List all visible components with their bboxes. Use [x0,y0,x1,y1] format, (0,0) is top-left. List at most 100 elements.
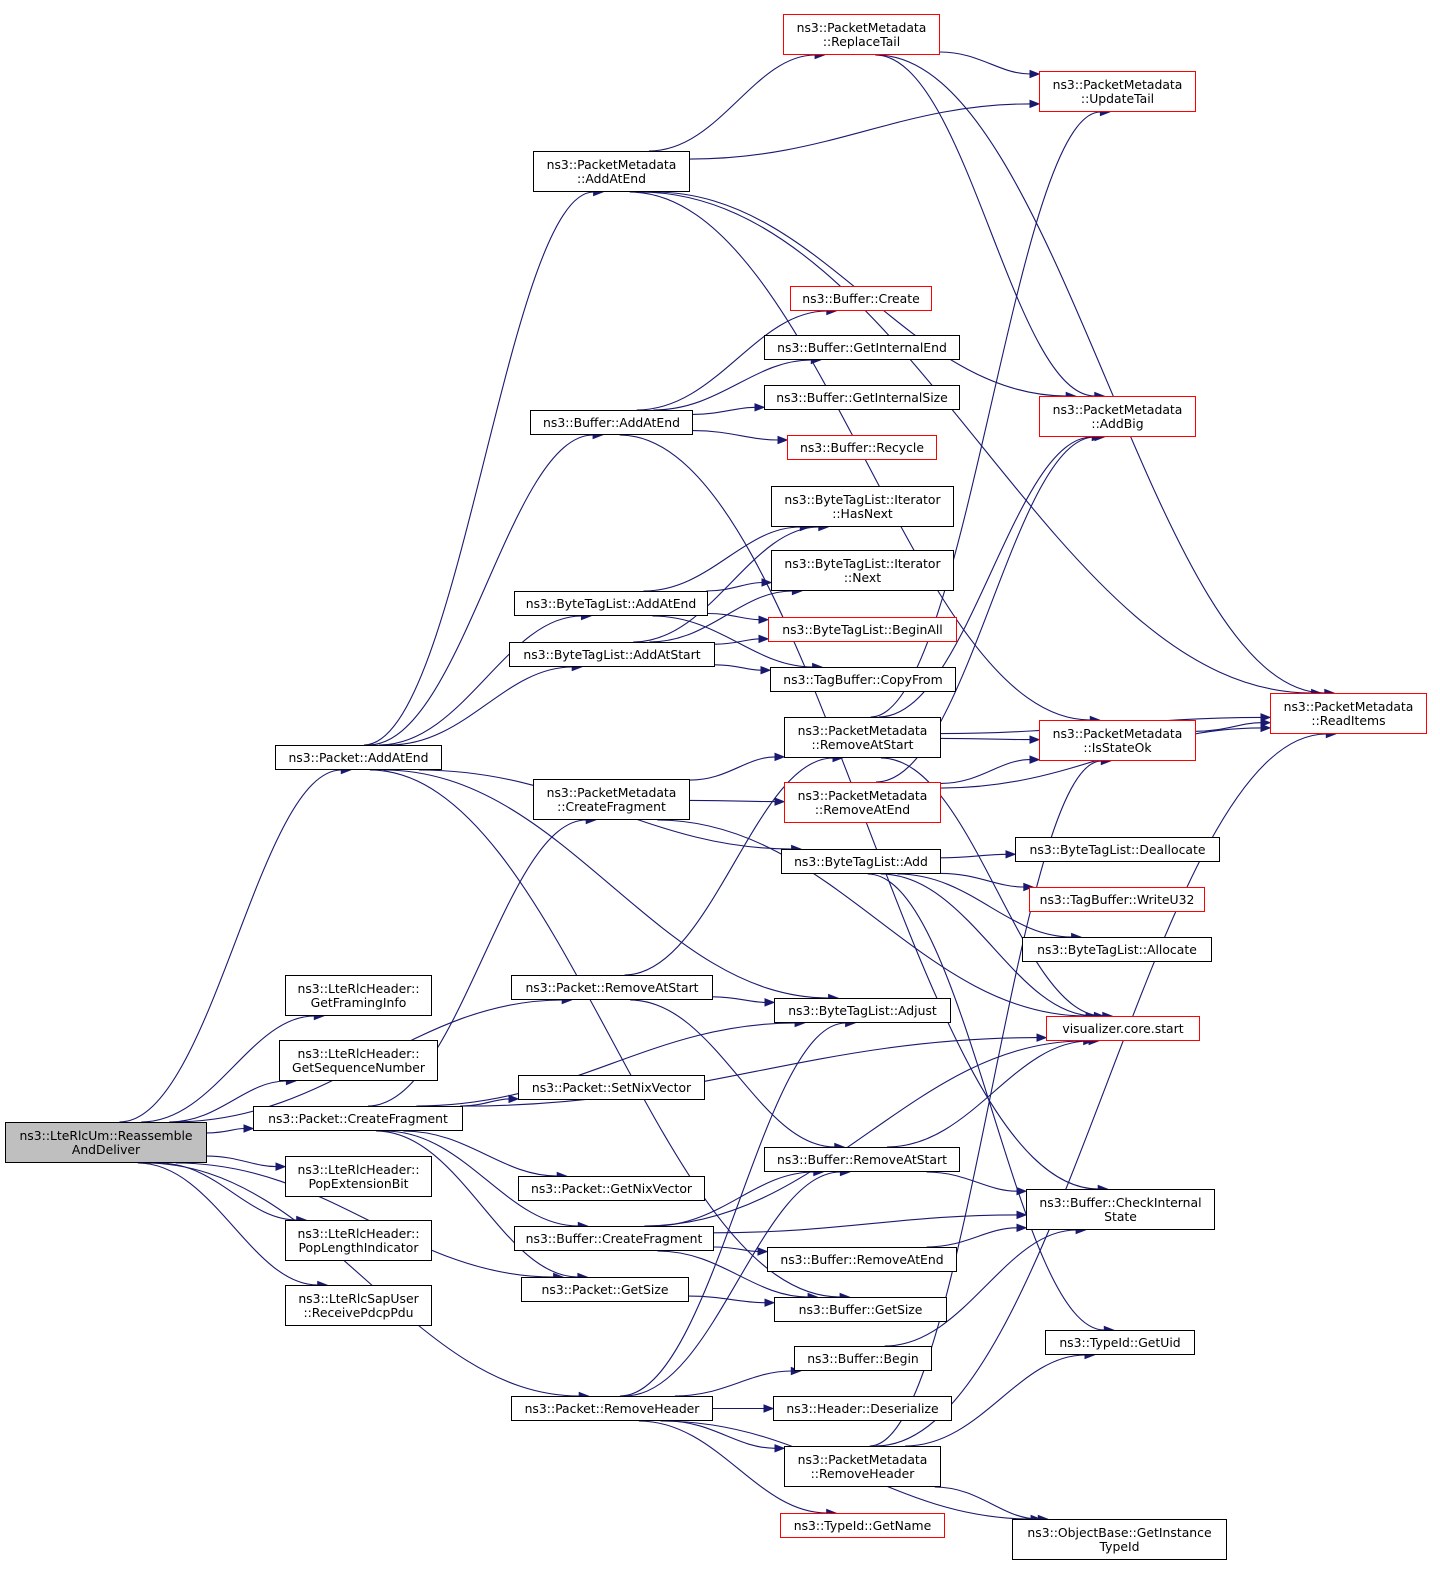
node-byte-tag-list-add[interactable]: ns3::ByteTagList::Add [781,849,941,874]
node-visualizer-core-start[interactable]: visualizer.core.start [1046,1016,1200,1041]
node-byte-tag-list-add-at-end[interactable]: ns3::ByteTagList::AddAtEnd [514,591,708,616]
node-packet-metadata-add-big[interactable]: ns3::PacketMetadata ::AddBig [1039,396,1196,437]
node-tag-buffer-write-u32[interactable]: ns3::TagBuffer::WriteU32 [1029,887,1205,912]
node-packet-metadata-is-state-ok[interactable]: ns3::PacketMetadata ::IsStateOk [1039,720,1196,761]
node-header-deserialize[interactable]: ns3::Header::Deserialize [773,1396,952,1421]
edge-arrowhead-n10-n26 [758,615,770,624]
node-packet-metadata-add-at-end[interactable]: ns3::PacketMetadata ::AddAtEnd [533,151,690,192]
node-lte-rlc-header-pop-length-indicator[interactable]: ns3::LteRlcHeader:: PopLengthIndicator [285,1220,432,1261]
edge-n00-n04 [206,1127,245,1134]
node-buffer-create-fragment[interactable]: ns3::Buffer::CreateFragment [514,1226,714,1251]
edge-n12-n29 [689,799,776,803]
node-byte-tag-list-add-at-start[interactable]: ns3::ByteTagList::AddAtStart [509,642,715,667]
edge-n00-n06 [158,1162,297,1221]
edge-n30-n43 [940,872,1024,888]
node-packet-metadata-remove-at-start[interactable]: ns3::PacketMetadata ::RemoveAtStart [784,717,941,758]
node-buffer-get-internal-size[interactable]: ns3::Buffer::GetInternalSize [764,385,960,410]
edge-arrowhead-n04-n14 [508,1094,520,1104]
node-buffer-begin[interactable]: ns3::Buffer::Begin [794,1346,932,1371]
node-ltercum-reassemble-and-deliver[interactable]: ns3::LteRlcUm::Reassemble AndDeliver [5,1122,207,1163]
edge-n00-n03 [169,1080,287,1123]
edge-n01-n31 [383,769,829,999]
node-packet-metadata-replace-tail[interactable]: ns3::PacketMetadata ::ReplaceTail [783,14,940,55]
node-packet-metadata-remove-at-end[interactable]: ns3::PacketMetadata ::RemoveAtEnd [784,782,941,823]
node-object-base-get-instance-type-id[interactable]: ns3::ObjectBase::GetInstance TypeId [1012,1519,1227,1560]
edge-n09-n23 [692,430,779,441]
node-lte-rlc-sap-user-receive-pdcp-pdu[interactable]: ns3::LteRlcSapUser ::ReceivePdcpPdu [285,1285,432,1326]
edge-n00-n18 [144,1162,580,1397]
edge-arrowhead-n28-n49 [1260,713,1272,722]
node-buffer-remove-at-end[interactable]: ns3::Buffer::RemoveAtEnd [767,1247,957,1272]
node-byte-tag-list-deallocate[interactable]: ns3::ByteTagList::Deallocate [1015,837,1220,862]
edge-n00-n05 [206,1155,277,1168]
node-packet-metadata-create-fragment[interactable]: ns3::PacketMetadata ::CreateFragment [533,779,690,820]
edge-n01-n34 [369,769,841,1298]
node-packet-get-nix-vector[interactable]: ns3::Packet::GetNixVector [518,1176,705,1201]
edge-n13-n32 [630,999,835,1148]
edge-arrowhead-n30-n43 [1023,882,1035,892]
edge-arrowhead-n18-n37 [774,1444,786,1453]
edge-n13-n28 [624,757,834,976]
edge-arrowhead-n09-n23 [777,435,789,445]
edge-n04-n12 [367,819,587,1107]
node-buffer-add-at-end[interactable]: ns3::Buffer::AddAtEnd [530,410,693,435]
node-lte-rlc-header-get-sequence-number[interactable]: ns3::LteRlcHeader:: GetSequenceNumber [279,1040,438,1081]
node-buffer-check-internal-state[interactable]: ns3::Buffer::CheckInternal State [1026,1189,1215,1230]
edge-n12-n28 [689,756,776,781]
node-byte-tag-list-allocate[interactable]: ns3::ByteTagList::Allocate [1022,937,1212,962]
node-byte-tag-list-adjust[interactable]: ns3::ByteTagList::Adjust [774,998,951,1023]
edge-n11-n27 [714,664,762,671]
node-buffer-get-size[interactable]: ns3::Buffer::GetSize [774,1297,947,1322]
node-tag-buffer-copy-from[interactable]: ns3::TagBuffer::CopyFrom [770,667,956,692]
edge-arrowhead-n12-n29 [774,797,786,806]
edge-n32-n46 [926,1171,1018,1192]
node-packet-add-at-end[interactable]: ns3::Packet::AddAtEnd [275,745,442,770]
node-byte-tag-list-begin-all[interactable]: ns3::ByteTagList::BeginAll [768,617,957,642]
node-buffer-create[interactable]: ns3::Buffer::Create [790,286,932,311]
edge-arrowhead-n11-n26 [758,634,770,644]
edge-n01-n08 [363,191,594,746]
edge-n01-n11 [389,666,573,746]
edge-arrowhead-n16-n46 [1016,1210,1028,1220]
node-lte-rlc-header-pop-extension-bit[interactable]: ns3::LteRlcHeader:: PopExtensionBit [285,1156,432,1197]
node-packet-metadata-remove-header[interactable]: ns3::PacketMetadata ::RemoveHeader [784,1446,941,1487]
node-byte-tag-list-iterator-has-next[interactable]: ns3::ByteTagList::Iterator ::HasNext [771,486,954,527]
edge-n16-n34 [657,1250,809,1298]
node-packet-set-nix-vector[interactable]: ns3::Packet::SetNixVector [518,1075,705,1100]
node-packet-create-fragment[interactable]: ns3::Packet::CreateFragment [253,1106,463,1131]
edge-n12-n45 [657,819,1087,1017]
node-buffer-get-internal-end[interactable]: ns3::Buffer::GetInternalEnd [764,335,960,360]
node-packet-get-size[interactable]: ns3::Packet::GetSize [521,1277,689,1302]
edge-arrowhead-n17-n34 [764,1298,776,1307]
edge-arrowhead-n10-n25 [761,578,773,587]
node-lte-rlc-header-get-framing-info[interactable]: ns3::LteRlcHeader:: GetFramingInfo [285,975,432,1016]
edge-n04-n45 [462,1037,1038,1107]
edge-n18-n32 [624,1171,841,1397]
node-packet-remove-at-start[interactable]: ns3::Packet::RemoveAtStart [511,975,713,1000]
edge-n01-n10 [378,615,582,746]
edge-arrowhead-n41-n49 [1260,718,1272,727]
edge-n00-n01 [119,769,342,1123]
edge-n11-n24 [633,526,819,643]
edge-arrowhead-n12-n28 [774,752,786,762]
node-packet-remove-header[interactable]: ns3::Packet::RemoveHeader [511,1396,713,1421]
node-type-id-get-uid[interactable]: ns3::TypeId::GetUid [1045,1330,1195,1355]
edge-arrowhead-n32-n46 [1016,1186,1028,1196]
node-byte-tag-list-iterator-next[interactable]: ns3::ByteTagList::Iterator ::Next [771,550,954,591]
edge-n28-n45 [880,757,1103,1017]
edge-arrowhead-n13-n31 [764,998,776,1007]
node-packet-metadata-read-items[interactable]: ns3::PacketMetadata ::ReadItems [1270,693,1427,734]
node-type-id-get-name[interactable]: ns3::TypeId::GetName [780,1513,945,1538]
node-buffer-recycle[interactable]: ns3::Buffer::Recycle [787,435,937,460]
node-buffer-remove-at-start[interactable]: ns3::Buffer::RemoveAtStart [764,1147,960,1172]
edge-n17-n34 [688,1295,766,1304]
edge-n11-n26 [714,638,760,645]
edge-arrowhead-n11-n27 [760,665,772,675]
node-packet-metadata-update-tail[interactable]: ns3::PacketMetadata ::UpdateTail [1039,71,1196,112]
edge-n11-n25 [649,590,793,643]
edge-n08-n39 [689,103,1031,160]
edge-n30-n42 [940,853,1007,859]
edge-n08-n49 [639,191,1312,694]
edge-arrowhead-n00-n04 [243,1124,255,1133]
edge-n18-n35 [674,1370,792,1397]
